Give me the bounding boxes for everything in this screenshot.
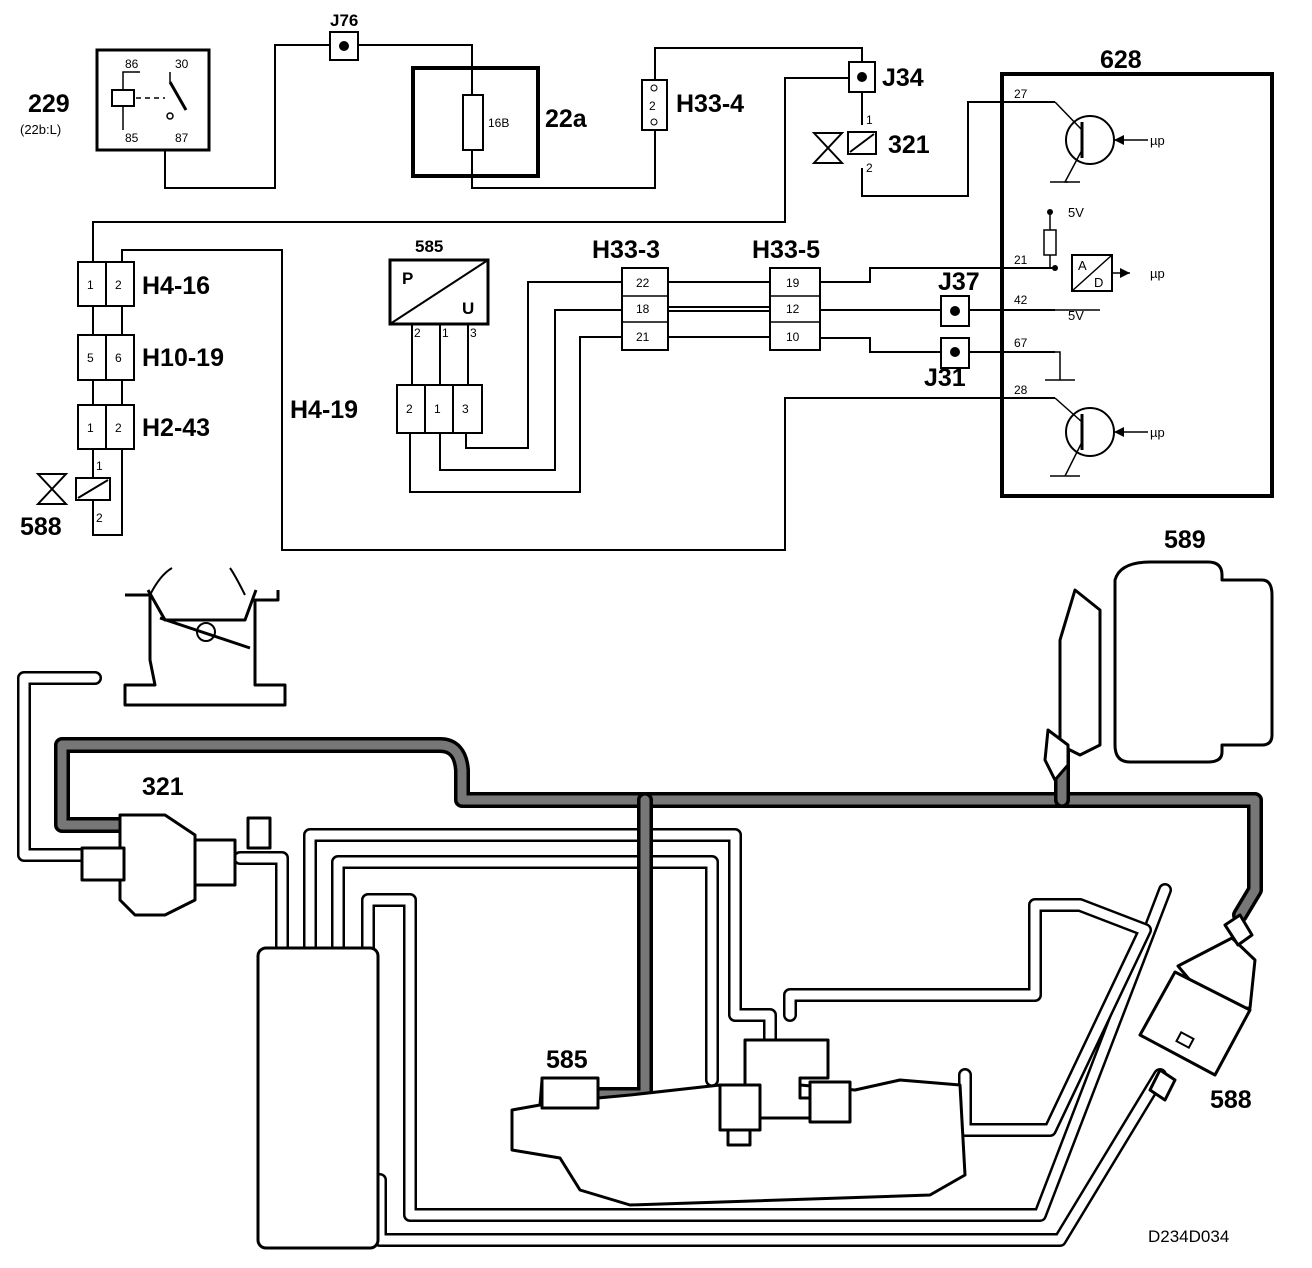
drawing-code: D234D034 <box>1148 1227 1229 1246</box>
h10-19-pin-5: 5 <box>87 351 94 365</box>
connector-h2-43: 1 2 H2-43 <box>77 404 210 450</box>
relay-229: 86 30 85 87 229 (22b:L) <box>20 48 211 152</box>
mech-589-label: 589 <box>1164 526 1206 554</box>
wires <box>92 44 1100 551</box>
h33-4-label: H33-4 <box>676 90 744 118</box>
h2-43-pin-2: 2 <box>115 421 122 435</box>
ecu-pin-28: 28 <box>1014 383 1028 397</box>
h2-43-pin-1: 1 <box>87 421 94 435</box>
ecu-pin-67: 67 <box>1014 336 1028 350</box>
relay-label: 229 <box>28 90 70 118</box>
sensor-585-electrical: P U 585 2 1 3 <box>388 237 490 340</box>
h33-5-pin-10: 10 <box>786 330 800 344</box>
connector-h4-19: 2 1 3 H4-19 <box>290 384 483 434</box>
white-hoses <box>17 671 1172 1247</box>
aux-5v: 5V <box>1068 308 1084 323</box>
sensor-u: U <box>462 299 474 318</box>
valve-588-label: 588 <box>20 513 62 541</box>
connector-h33-5: 19 12 10 H33-5 <box>752 236 821 351</box>
connector-h33-3: 22 18 21 H33-3 <box>592 236 669 351</box>
h33-5-pin-19: 19 <box>786 276 800 290</box>
relay-sublabel: (22b:L) <box>20 122 61 137</box>
relay-pin-87: 87 <box>175 131 189 145</box>
ecu-label: 628 <box>1100 46 1142 74</box>
junction-j76: J76 <box>329 11 359 61</box>
mech-585-label: 585 <box>546 1046 588 1074</box>
junction-j31: J31 <box>924 337 970 392</box>
ecu-up-2: µp <box>1150 266 1165 281</box>
h4-19-pin-2: 2 <box>406 402 413 416</box>
relay-pin-85: 85 <box>125 131 139 145</box>
connector-h10-19: 5 6 H10-19 <box>77 334 224 381</box>
h4-16-label: H4-16 <box>142 272 210 300</box>
valve-588-pin-2: 2 <box>96 511 103 525</box>
valve-321-electrical: 1 2 321 <box>811 113 930 175</box>
valve-321-mechanical: 321 <box>80 773 272 917</box>
j37-label: J37 <box>938 268 980 296</box>
valve-588-pin-1: 1 <box>96 459 103 473</box>
h33-3-pin-18: 18 <box>636 302 650 316</box>
sensor-585-label: 585 <box>415 237 443 256</box>
h4-19-label: H4-19 <box>290 396 358 424</box>
ecu-pin-27: 27 <box>1014 87 1028 101</box>
ecu-up-1: µp <box>1150 133 1165 148</box>
mech-588-label: 588 <box>1210 1086 1252 1114</box>
fuse-label: 22a <box>545 105 588 133</box>
junction-j37: J37 5V <box>938 268 1084 327</box>
sensor-pin-1: 1 <box>442 326 449 340</box>
charcoal-canister <box>256 946 380 1250</box>
connector-h4-16: 1 2 H4-16 <box>77 261 210 307</box>
engine-manifold: 585 <box>510 1038 967 1207</box>
h2-43-label: H2-43 <box>142 414 210 442</box>
ecu-up-3: µp <box>1150 425 1165 440</box>
h33-4-pin: 2 <box>649 99 656 113</box>
valve-588-electrical: 1 2 588 <box>20 459 111 541</box>
ecu-5v: 5V <box>1068 205 1084 220</box>
h33-5-pin-12: 12 <box>786 302 800 316</box>
j31-label: J31 <box>924 364 966 392</box>
mech-321-label: 321 <box>142 773 184 801</box>
valve-321-label: 321 <box>888 131 930 159</box>
h4-19-pin-1: 1 <box>434 402 441 416</box>
ecu-pin-42: 42 <box>1014 293 1028 307</box>
fuse-22a: 16B 22a <box>411 66 588 178</box>
relay-pin-86: 86 <box>125 57 139 71</box>
j34-label: J34 <box>882 64 924 92</box>
regulator-589: 589 <box>1043 526 1274 782</box>
h33-3-label: H33-3 <box>592 236 660 264</box>
h33-3-pin-22: 22 <box>636 276 650 290</box>
sensor-pin-2: 2 <box>414 326 421 340</box>
h10-19-label: H10-19 <box>142 344 224 372</box>
valve-588-mechanical: 588 <box>1138 913 1257 1114</box>
throttle-body <box>123 567 287 707</box>
j76-label: J76 <box>330 11 358 30</box>
ad-d: D <box>1094 275 1103 290</box>
h33-5-label: H33-5 <box>752 236 820 264</box>
ecu-pin-21: 21 <box>1014 253 1028 267</box>
valve-321-pin-2: 2 <box>866 161 873 175</box>
connector-h33-4: 2 H33-4 <box>641 79 744 131</box>
h33-3-pin-21: 21 <box>636 330 650 344</box>
h4-19-pin-3: 3 <box>462 402 469 416</box>
junction-j34: J34 <box>848 61 924 93</box>
h4-16-pin-2: 2 <box>115 278 122 292</box>
relay-pin-30: 30 <box>175 57 189 71</box>
ecu-628: 628 µp 27 5V A D µp 21 42 67 µ <box>1000 46 1274 498</box>
sensor-pin-3: 3 <box>470 326 477 340</box>
h10-19-pin-6: 6 <box>115 351 122 365</box>
valve-321-pin-1: 1 <box>866 113 873 127</box>
fuse-value: 16B <box>488 116 509 130</box>
ad-a: A <box>1078 258 1087 273</box>
vacuum-hoses <box>54 737 1263 1103</box>
h4-16-pin-1: 1 <box>87 278 94 292</box>
sensor-p: P <box>402 269 413 288</box>
